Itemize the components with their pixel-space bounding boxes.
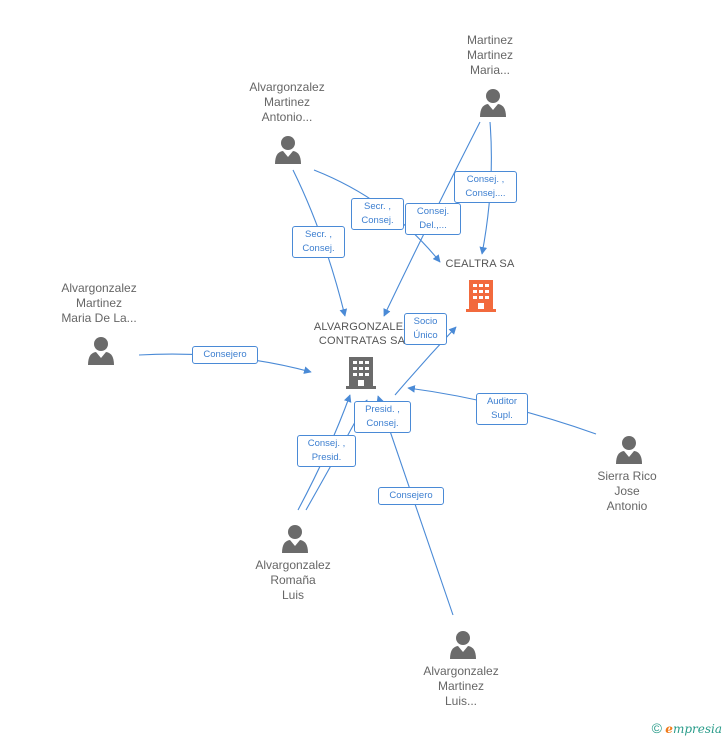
- edge-label-presid-consej[interactable]: Presid. , Consej.: [354, 401, 411, 433]
- company-label-cealtra[interactable]: CEALTRA SA: [445, 258, 515, 270]
- person-icon[interactable]: [614, 435, 644, 465]
- edge-contratas-cealtra: [394, 326, 457, 396]
- person-icon[interactable]: [448, 630, 478, 660]
- person-label-luis[interactable]: Alvargonzalez Martinez Luis...: [423, 664, 499, 708]
- person-icon[interactable]: [478, 88, 508, 118]
- edge-label-secr-consej[interactable]: Secr. , Consej.: [351, 198, 404, 230]
- edge-label-consej-presid[interactable]: Consej. , Presid.: [297, 435, 356, 467]
- edge-label-secr-consej[interactable]: Secr. , Consej.: [292, 226, 345, 258]
- empresia-logo: © empresia: [652, 720, 722, 736]
- edge-label-consej-del[interactable]: Consej. Del.,...: [405, 203, 461, 235]
- building-icon-cealtra[interactable]: [464, 277, 498, 313]
- company-label-contratas[interactable]: ALVARGONZALEZ CONTRATAS SA: [313, 321, 411, 347]
- person-icon[interactable]: [273, 135, 303, 165]
- person-label-maria-de-la[interactable]: Alvargonzalez Martinez Maria De La...: [61, 281, 137, 325]
- edge-label-auditor[interactable]: Auditor Supl.: [476, 393, 528, 425]
- building-icon-contratas[interactable]: [344, 354, 378, 390]
- brand-name: mpresia: [672, 722, 722, 736]
- person-icon[interactable]: [86, 336, 116, 366]
- edge-label-consejero[interactable]: Consejero: [192, 346, 258, 364]
- edge-label-socio-unico[interactable]: Socio Único: [404, 313, 447, 345]
- edge-label-consejero[interactable]: Consejero: [378, 487, 444, 505]
- edge-label-consej-consej[interactable]: Consej. , Consej....: [454, 171, 517, 203]
- person-label-romana[interactable]: Alvargonzalez Romaña Luis: [255, 558, 331, 602]
- person-label-martinez-maria[interactable]: Martinez Martinez Maria...: [466, 33, 513, 77]
- person-label-sierra[interactable]: Sierra Rico Jose Antonio: [597, 469, 657, 513]
- person-label-antonio[interactable]: Alvargonzalez Martinez Antonio...: [249, 80, 325, 124]
- brand-e: e: [665, 722, 673, 736]
- person-icon[interactable]: [280, 524, 310, 554]
- copyright-symbol: ©: [651, 720, 662, 736]
